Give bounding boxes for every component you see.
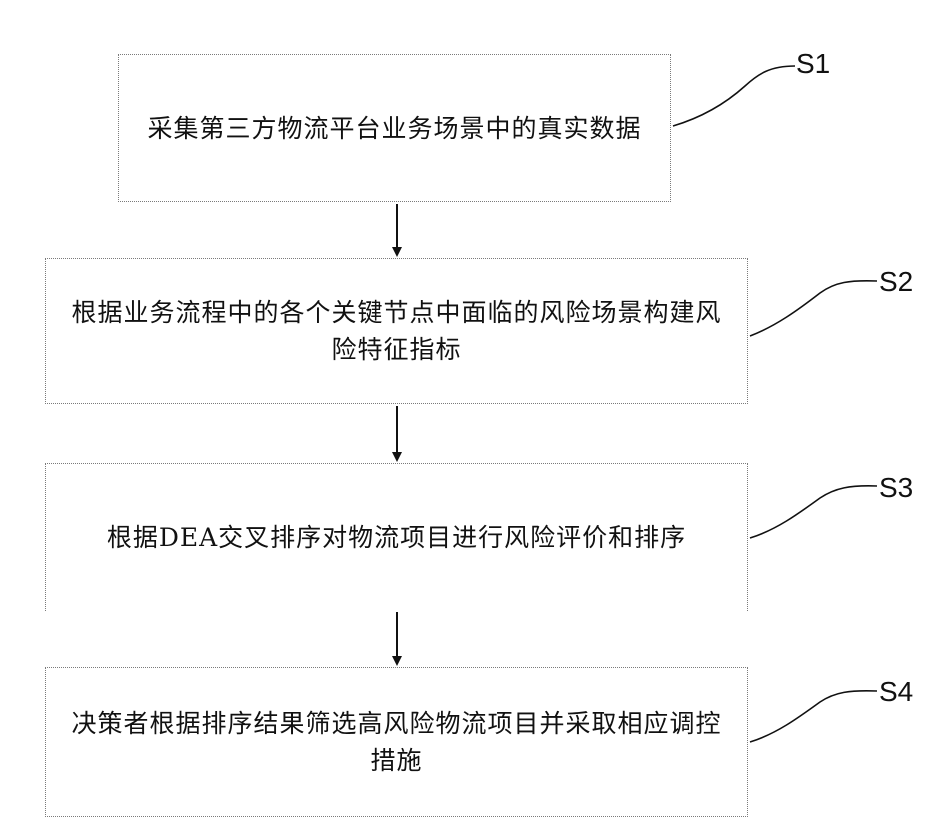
step-box-s1: 采集第三方物流平台业务场景中的真实数据 [118, 54, 671, 202]
leader-line-s2 [750, 281, 877, 336]
step-label-s2: S2 [879, 266, 913, 298]
step-label-s3: S3 [879, 472, 913, 504]
step-box-s4: 决策者根据排序结果筛选高风险物流项目并采取相应调控措施 [45, 667, 748, 817]
step-text-s3: 根据DEA交叉排序对物流项目进行风险评价和排序 [93, 519, 700, 556]
step-box-s2: 根据业务流程中的各个关键节点中面临的风险场景构建风险特征指标 [45, 258, 748, 404]
step-label-s4: S4 [879, 676, 913, 708]
leader-line-s1 [673, 66, 795, 126]
leader-line-s4 [750, 691, 877, 742]
step-text-s1: 采集第三方物流平台业务场景中的真实数据 [121, 110, 669, 147]
step-text-s2: 根据业务流程中的各个关键节点中面临的风险场景构建风险特征指标 [46, 294, 747, 368]
step-box-s3: 根据DEA交叉排序对物流项目进行风险评价和排序 [45, 463, 748, 611]
leader-line-s3 [750, 486, 877, 538]
step-label-s1: S1 [796, 48, 830, 80]
step-text-s4: 决策者根据排序结果筛选高风险物流项目并采取相应调控措施 [46, 705, 747, 779]
